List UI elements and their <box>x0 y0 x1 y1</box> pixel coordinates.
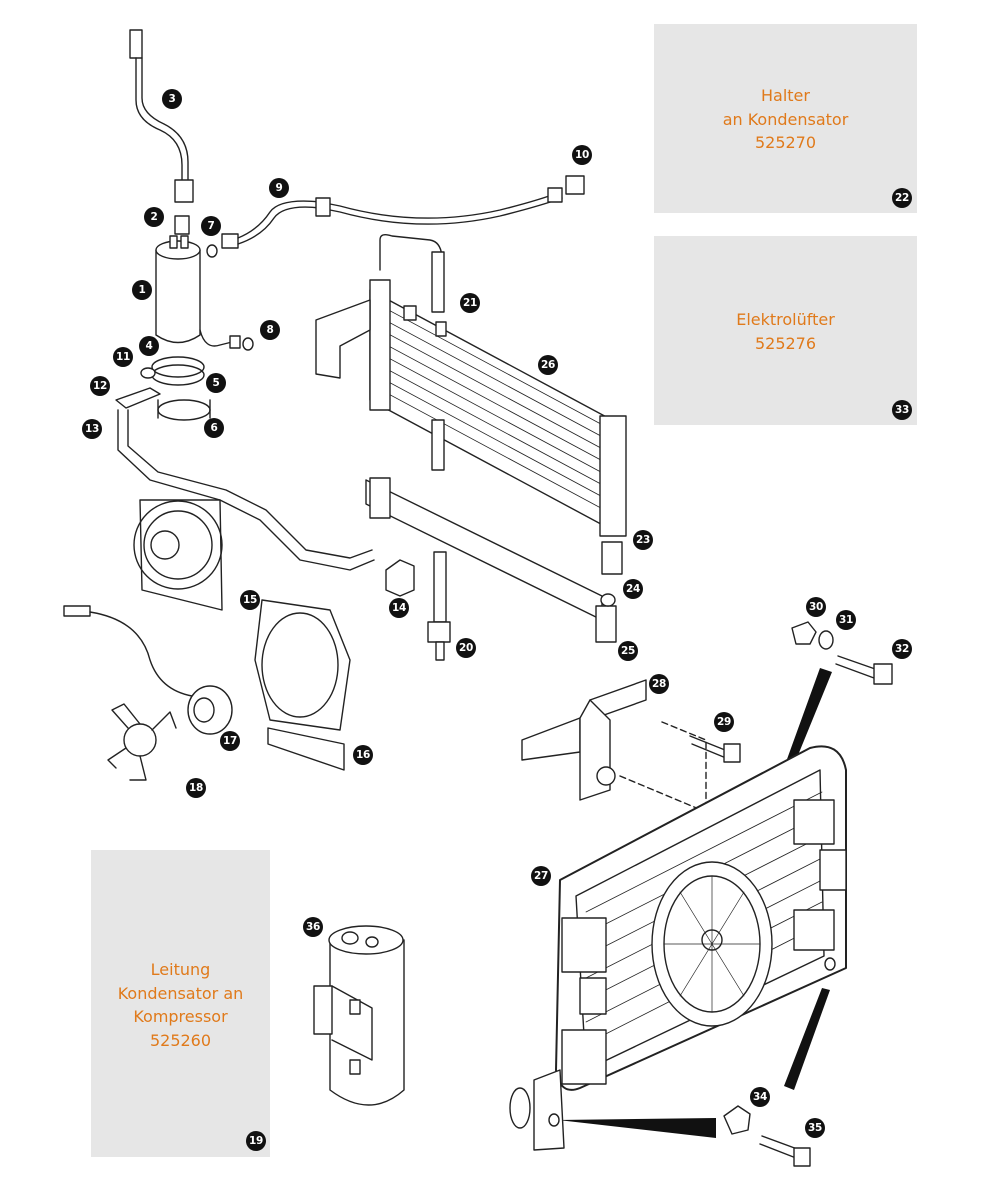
reference-line: an Kondensator <box>722 109 849 129</box>
reference-line: 525276 <box>754 333 817 353</box>
callout-8: 8 <box>260 320 280 340</box>
reference-box-halter-text: Halter an Kondensator 525270 <box>654 84 917 155</box>
small-bracket <box>385 559 415 597</box>
callout-36: 36 <box>303 917 323 937</box>
condenser-fan-assembly <box>509 745 847 1151</box>
callout-9: 9 <box>269 178 289 198</box>
callout-10: 10 <box>572 145 592 165</box>
callout-33: 33 <box>892 400 912 420</box>
o-ring-7 <box>206 244 218 258</box>
receiver-drier <box>155 235 241 349</box>
callout-11: 11 <box>113 347 133 367</box>
callout-4: 4 <box>139 336 159 356</box>
reference-line: 525260 <box>149 1030 212 1050</box>
lower-rail <box>365 477 623 643</box>
reference-line: Leitung <box>150 960 211 979</box>
callout-32: 32 <box>892 639 912 659</box>
callout-28: 28 <box>649 674 669 694</box>
callout-7: 7 <box>201 216 221 236</box>
callout-30: 30 <box>806 597 826 617</box>
fan-mount-bracket <box>521 679 707 837</box>
reference-box-elektroluefter-text: Elektrolüfter 525276 <box>654 308 917 355</box>
pressure-switch-cable <box>129 29 194 203</box>
callout-1: 1 <box>132 280 152 300</box>
fan-shroud <box>254 599 351 731</box>
o-ring-8 <box>242 337 254 351</box>
reference-line: Kompressor <box>133 1007 228 1026</box>
shroud-plate <box>267 727 345 771</box>
callout-35: 35 <box>805 1118 825 1138</box>
reference-line: Elektrolüfter <box>736 310 835 329</box>
callout-14: 14 <box>389 598 409 618</box>
callout-24: 24 <box>623 579 643 599</box>
callout-25: 25 <box>618 641 638 661</box>
callout-15: 15 <box>240 590 260 610</box>
callout-23: 23 <box>633 530 653 550</box>
reference-line: Kondensator an <box>117 983 244 1003</box>
callout-22: 22 <box>892 188 912 208</box>
callout-3: 3 <box>162 89 182 109</box>
connector-part <box>174 215 190 235</box>
callout-18: 18 <box>186 778 206 798</box>
callout-6: 6 <box>204 418 224 438</box>
callout-21: 21 <box>460 293 480 313</box>
receiver-drier-spare <box>313 925 405 1106</box>
reference-line: Halter <box>761 86 810 105</box>
bolts <box>689 655 893 1167</box>
callout-16: 16 <box>353 745 373 765</box>
reference-box-leitung-text: Leitung Kondensator an Kompressor 525260 <box>91 958 270 1052</box>
condenser <box>315 233 627 537</box>
reference-box-elektroluefter: Elektrolüfter 525276 <box>654 236 917 425</box>
callout-20: 20 <box>456 638 476 658</box>
callout-5: 5 <box>206 373 226 393</box>
callout-12: 12 <box>90 376 110 396</box>
fan-motor-assembly <box>63 605 233 781</box>
reference-box-halter: Halter an Kondensator 525270 <box>654 24 917 213</box>
callout-26: 26 <box>538 355 558 375</box>
reference-box-leitung: Leitung Kondensator an Kompressor 525260 <box>91 850 270 1157</box>
callout-34: 34 <box>750 1087 770 1107</box>
reference-line: 525270 <box>754 133 817 152</box>
callout-13: 13 <box>82 419 102 439</box>
mounting-clamps <box>115 356 211 421</box>
expansion-valve <box>427 551 451 661</box>
callout-31: 31 <box>836 610 856 630</box>
callout-29: 29 <box>714 712 734 732</box>
fan-bracket <box>117 409 375 611</box>
callout-17: 17 <box>220 731 240 751</box>
callout-19: 19 <box>246 1131 266 1151</box>
nuts-washers <box>723 621 834 1135</box>
callout-2: 2 <box>144 207 164 227</box>
callout-27: 27 <box>531 866 551 886</box>
hose-line <box>221 175 585 249</box>
